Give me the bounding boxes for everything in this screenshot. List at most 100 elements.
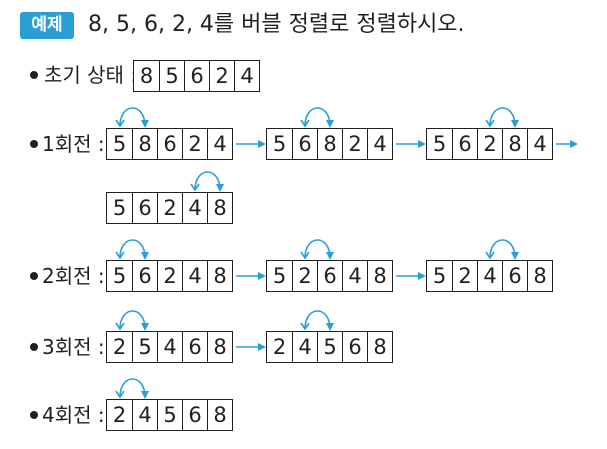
- array-cell: 8: [367, 332, 392, 362]
- swap-arrowhead: [300, 322, 310, 331]
- bullet-icon: [30, 342, 38, 351]
- array-cell: 5: [132, 332, 157, 362]
- array-cell: 6: [132, 193, 157, 223]
- array-cell: 5: [112, 132, 127, 156]
- pass-label-row: 4회전 :: [30, 403, 105, 427]
- array-cell: 5: [157, 400, 182, 430]
- array-cell: 5: [272, 264, 287, 288]
- array-cell: 4: [342, 261, 367, 291]
- array-cell: 2: [157, 261, 182, 291]
- array-cell: 5: [159, 61, 184, 91]
- swap-arrow: [119, 239, 149, 260]
- initial-state-row: 초기 상태 :: [30, 63, 137, 87]
- array-cell: 8: [207, 193, 232, 223]
- swap-arrow: [119, 107, 149, 128]
- array-cell: 2: [112, 403, 127, 427]
- initial-state-label: 초기 상태 :: [44, 63, 138, 87]
- array-cell: 6: [452, 129, 477, 159]
- pass-label-row: 3회전 :: [30, 335, 105, 359]
- pass-label: 4회전 :: [42, 403, 105, 427]
- array-cell: 2: [342, 129, 367, 159]
- array-cell: 6: [184, 61, 209, 91]
- array-cell: 4: [132, 400, 157, 430]
- swap-arrowhead: [300, 119, 310, 128]
- problem-statement: 8, 5, 6, 2, 4를 버블 정렬로 정렬하시오.: [88, 12, 465, 37]
- pass-label: 2회전 :: [42, 264, 105, 288]
- swap-arrowhead: [485, 119, 495, 128]
- array-cell: 8: [207, 261, 232, 291]
- pass-label-row: 2회전 :: [30, 264, 105, 288]
- array-cell: 8: [367, 261, 392, 291]
- array-cell: 4: [292, 332, 317, 362]
- array-cell: 2: [209, 61, 234, 91]
- array-cell: 4: [477, 261, 502, 291]
- array-cell: 5: [317, 332, 342, 362]
- array-cell: 4: [182, 193, 207, 223]
- swap-arrowhead: [300, 251, 310, 260]
- array-cell: 6: [502, 261, 527, 291]
- swap-arrowhead: [115, 322, 125, 331]
- array-cell: 2: [477, 129, 502, 159]
- array-cell: 2: [182, 129, 207, 159]
- array-cell: 2: [112, 335, 127, 359]
- array-cell: 6: [317, 261, 342, 291]
- bullet-icon: [30, 410, 38, 419]
- swap-arrow: [304, 310, 334, 331]
- swap-arrowhead: [190, 183, 200, 192]
- array-cell: 2: [157, 193, 182, 223]
- array-cell: 5: [272, 132, 287, 156]
- array-cell: 4: [367, 129, 392, 159]
- array-cell: 4: [182, 261, 207, 291]
- swap-arrowhead: [115, 390, 125, 399]
- array-cell: 4: [207, 129, 232, 159]
- array-cell: 6: [132, 261, 157, 291]
- array-cell: 6: [342, 332, 367, 362]
- array-cell: 4: [527, 129, 552, 159]
- array-cell: 6: [157, 129, 182, 159]
- array-cell: 5: [432, 132, 447, 156]
- bullet-icon: [30, 139, 38, 148]
- pass-label: 3회전 :: [42, 335, 105, 359]
- example-badge: 예제: [20, 12, 74, 39]
- array-cell: 6: [182, 332, 207, 362]
- array-cell: 8: [207, 332, 232, 362]
- array-cell: 2: [292, 261, 317, 291]
- array-cell: 5: [432, 264, 447, 288]
- array-cell: 8: [502, 129, 527, 159]
- swap-arrow: [304, 239, 334, 260]
- pass-label: 1회전 :: [42, 132, 105, 156]
- swap-arrow: [119, 310, 149, 331]
- swap-arrow: [489, 239, 519, 260]
- swap-arrowhead: [115, 251, 125, 260]
- bullet-icon: [30, 70, 38, 79]
- swap-arrowhead: [115, 119, 125, 128]
- array-cell: 6: [182, 400, 207, 430]
- array-cell: 8: [527, 261, 552, 291]
- array-cell: 5: [112, 264, 127, 288]
- swap-arrow: [194, 171, 224, 192]
- array-cell: 8: [317, 129, 342, 159]
- array-cell: 8: [132, 129, 157, 159]
- swap-arrowhead: [485, 251, 495, 260]
- array-cell: 6: [292, 129, 317, 159]
- pass-label-row: 1회전 :: [30, 132, 105, 156]
- array-cell: 2: [452, 261, 477, 291]
- bullet-icon: [30, 271, 38, 280]
- array-cell: 8: [207, 400, 232, 430]
- swap-arrow: [119, 378, 149, 399]
- array-cell: 2: [272, 335, 287, 359]
- array-cell: 4: [157, 332, 182, 362]
- array-cell: 8: [139, 64, 154, 88]
- swap-arrow: [304, 107, 334, 128]
